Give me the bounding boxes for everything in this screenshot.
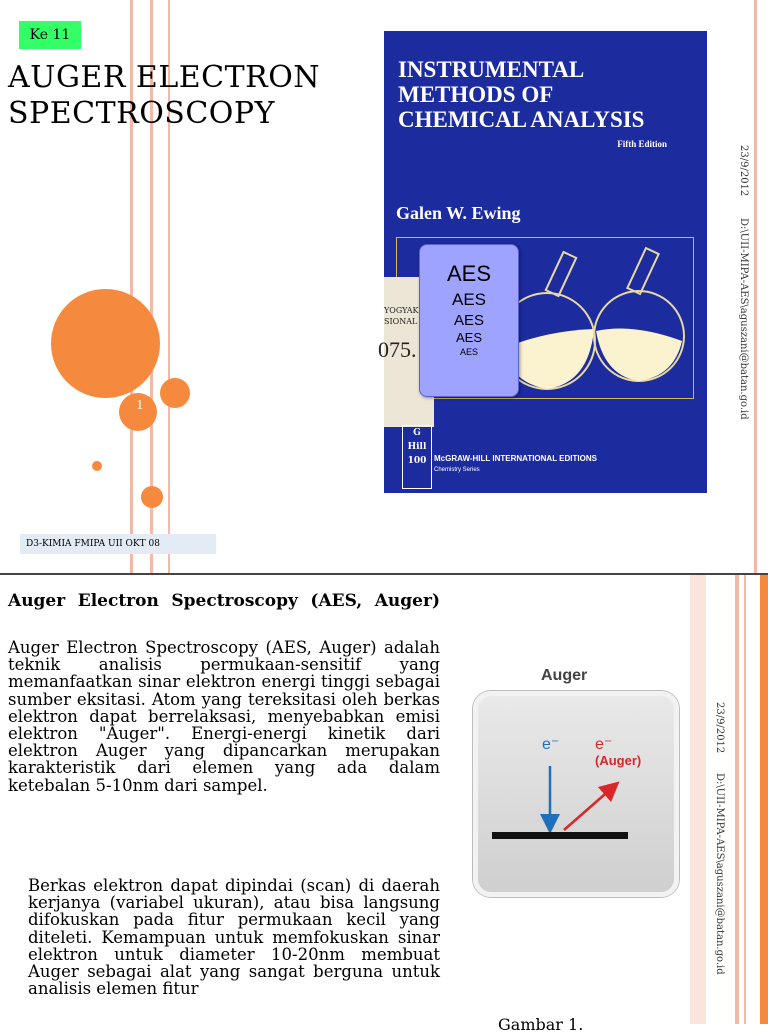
cover-author: Galen W. Ewing (396, 203, 521, 223)
auger-electron-arrow (563, 781, 620, 831)
auger-diagram-svg (492, 766, 628, 839)
section-heading: Auger Electron Spectroscopy (AES, Auger) (8, 591, 440, 611)
aes-label: AES (446, 261, 492, 286)
slide-separator (0, 573, 768, 575)
cover-edition: Fifth Edition (617, 139, 667, 149)
cover-series: Chemistry Series (434, 467, 480, 473)
title-line-2: SPECTROSCOPY (8, 96, 275, 131)
cover-title-line: CHEMICAL ANALYSIS (398, 107, 645, 132)
body-paragraph: Berkas elektron dapat dipindai (scan) di… (28, 876, 440, 999)
decor-bar (760, 575, 768, 1024)
decor-line (130, 0, 133, 573)
decor-line (168, 0, 170, 573)
side-path: D:\UII-MIPA-AES\aguszani@batan.go.id (714, 773, 725, 975)
decor-circle (160, 378, 190, 408)
stamp-number: 075. (378, 337, 417, 362)
slide-number-badge: Ke 11 (19, 21, 81, 49)
stamp-text: YOGYAK (384, 306, 419, 315)
cover-title-line: METHODS OF (398, 82, 554, 107)
slide-2: Auger Electron Spectroscopy (AES, Auger)… (0, 575, 768, 1034)
decor-line (735, 575, 739, 1024)
auger-electron-label: e⁻ (595, 736, 613, 753)
aes-label: AES (451, 290, 487, 310)
decor-line (744, 575, 746, 1024)
side-date: 23/9/2012 (714, 702, 725, 754)
slide-1: Ke 11 AUGER ELECTRON SPECTROSCOPY 1 D3-K… (8, 0, 757, 573)
figure-caption: Gambar 1. (498, 1015, 584, 1034)
decor-circle-large (51, 289, 160, 398)
page-number: 1 (136, 398, 144, 412)
decor-circle-small (92, 461, 102, 471)
aes-callout-box: AES AES AES AES AES (419, 244, 519, 397)
decor-bar (690, 575, 706, 1024)
flask-icon (593, 246, 685, 382)
stamp-text: SIONAL (384, 317, 418, 326)
decor-line (150, 0, 153, 573)
body-paragraph: Auger Electron Spectroscopy (AES, Auger)… (8, 638, 440, 795)
slide-title: AUGER ELECTRON SPECTROSCOPY (8, 60, 368, 132)
aes-label: AES (455, 330, 482, 346)
cover-title-line: INSTRUMENTAL (398, 57, 585, 82)
flask-illustration (498, 246, 685, 390)
side-path: D:\UII-MIPA-AES\aguszani@batan.go.id (738, 218, 749, 420)
slide-footer: D3-KIMIA FMIPA UII OKT 08 (20, 534, 216, 554)
cover-publisher: McGRAW-HILL INTERNATIONAL EDITIONS (434, 454, 597, 463)
decor-circle (119, 393, 157, 431)
title-line-1: AUGER ELECTRON (8, 60, 321, 95)
sample-surface (492, 832, 628, 839)
incident-electron-label: e⁻ (542, 736, 560, 753)
figure-title: Auger (541, 667, 588, 684)
decor-circle (141, 486, 163, 508)
aes-label: AES (453, 311, 484, 329)
side-date: 23/9/2012 (738, 145, 749, 197)
cover-title: INSTRUMENTAL METHODS OF CHEMICAL ANALYSI… (398, 57, 644, 132)
auger-label: (Auger) (595, 753, 642, 768)
auger-diagram: e⁻ e⁻ (Auger) (473, 691, 679, 897)
decor-line (754, 0, 757, 573)
aes-label: AES (459, 347, 478, 358)
